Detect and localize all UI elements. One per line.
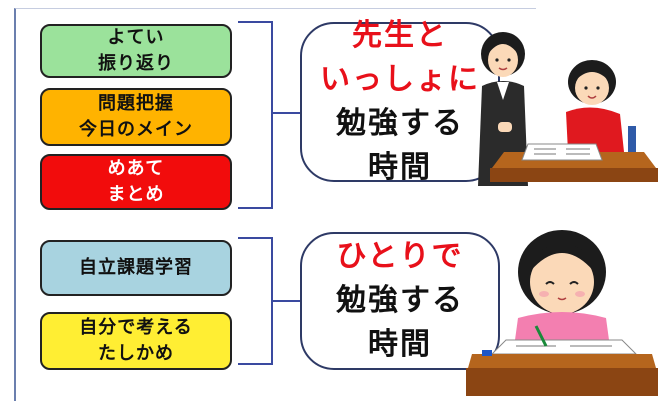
bubble-bottom-highlight1: ひとりで [336, 239, 464, 274]
bubble-bottom-line3: 時間 [368, 327, 432, 362]
box-problem-main: 問題把握 今日のメイン [40, 88, 232, 146]
box-independent-line1: 自立課題学習 [79, 257, 193, 278]
box-goal-line1: めあて [107, 158, 165, 179]
box-think-line2: たしかめ [98, 343, 174, 364]
box-problem-line1: 問題把握 [98, 93, 174, 114]
bubble-top-line4: 時間 [368, 150, 432, 185]
box-goal-line2: まとめ [107, 184, 165, 205]
bubble-bottom-line2: 勉強する [336, 283, 464, 318]
box-goal-summary: めあて まとめ [40, 154, 232, 210]
bottom-bracket [238, 237, 273, 365]
box-problem-line2: 今日のメイン [79, 119, 193, 140]
girl-studying-illustration [466, 230, 658, 396]
box-schedule-review: よてい 振り返り [40, 24, 232, 78]
bubble-top-highlight1: 先生と [352, 18, 448, 53]
box-schedule-line2: 振り返り [98, 53, 174, 74]
box-think-check: 自分で考える たしかめ [40, 312, 232, 370]
student-at-desk-illustration [490, 60, 658, 182]
bubble-top-highlight2: いっしょに [320, 62, 480, 97]
bubble-top-line3: 勉強する [336, 106, 464, 141]
box-think-line1: 自分で考える [79, 317, 193, 338]
box-schedule-line1: よてい [107, 27, 165, 48]
bubble-alone: ひとりで 勉強する 時間 [300, 232, 500, 370]
top-bracket [238, 21, 273, 209]
box-independent-study: 自立課題学習 [40, 240, 232, 296]
